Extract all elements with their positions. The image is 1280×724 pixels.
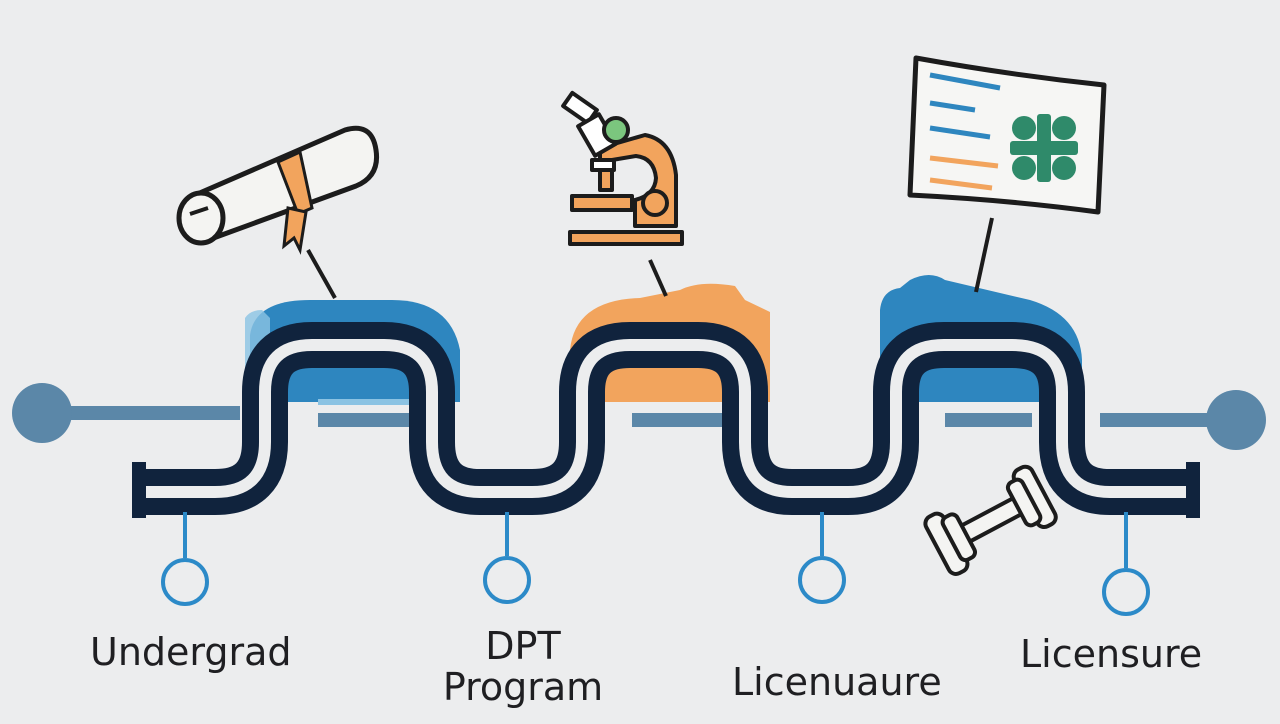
milestone-markers (161, 512, 1150, 616)
icon-connectors (306, 217, 994, 299)
milestone-marker-undergrad (161, 512, 209, 606)
license-certificate-icon (907, 55, 1107, 215)
milestone-label-undergrad: Undergrad (90, 630, 292, 674)
serpentine-track (132, 322, 1200, 518)
dumbbell-icon (923, 464, 1058, 576)
diploma-scroll-icon (176, 125, 380, 255)
milestone-label-licensure: Licensure (1020, 632, 1203, 676)
timeline-axis (12, 383, 1266, 450)
timeline-start-dot (12, 383, 72, 443)
timeline-end-dot (1206, 390, 1266, 450)
milestone-marker-licensure (1102, 512, 1150, 616)
milestone-label-licenuaure: Licenuaure (732, 660, 942, 704)
milestone-marker-licenuaure (798, 512, 846, 604)
milestone-marker-dpt (483, 512, 531, 604)
microscope-icon (561, 90, 684, 246)
